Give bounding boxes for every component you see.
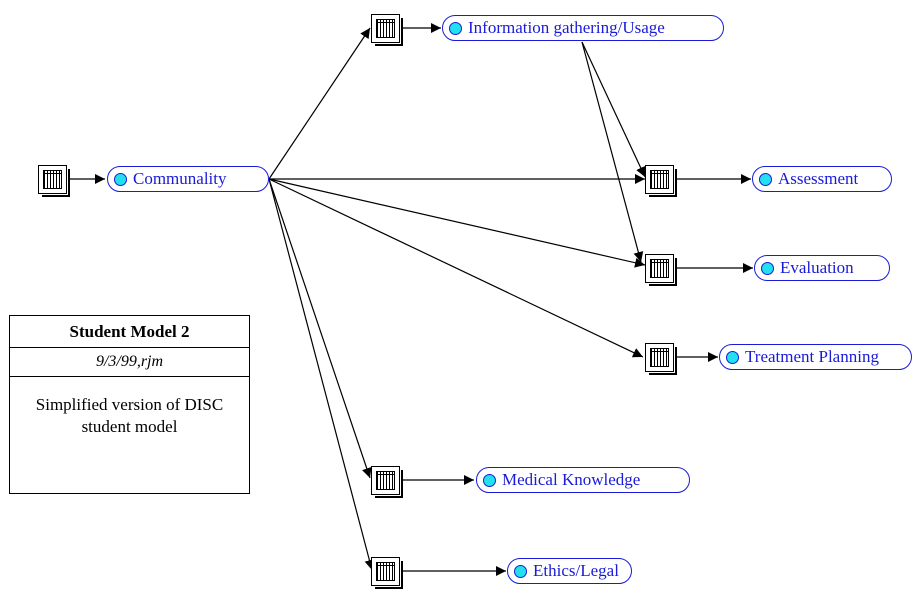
node-indicator-icon xyxy=(483,473,496,487)
edge-communality-treatment xyxy=(268,178,644,358)
node-assessment[interactable]: Assessment xyxy=(752,166,892,192)
edge-communality-info xyxy=(268,27,371,180)
node-indicator-icon xyxy=(726,350,739,364)
node-label: Communality xyxy=(133,169,227,188)
node-treatment-planning[interactable]: Treatment Planning xyxy=(719,344,912,370)
node-label: Assessment xyxy=(778,169,859,188)
node-label: Information gathering/Usage xyxy=(468,18,665,37)
node-indicator-icon xyxy=(449,21,462,35)
node-information-gathering[interactable]: Information gathering/Usage xyxy=(442,15,724,41)
gate-treatment-icon[interactable] xyxy=(645,343,677,375)
model-description: Simplified version of DISC student model xyxy=(35,395,224,436)
gate-medical-icon[interactable] xyxy=(371,466,403,498)
edge-communality-medical xyxy=(268,178,372,479)
edge-info-assessment xyxy=(581,41,646,178)
node-label: Evaluation xyxy=(780,258,854,277)
gate-info-icon[interactable] xyxy=(371,14,403,46)
node-medical-knowledge[interactable]: Medical Knowledge xyxy=(476,467,690,493)
node-label: Ethics/Legal xyxy=(533,561,619,580)
node-label: Treatment Planning xyxy=(745,347,879,366)
node-evaluation[interactable]: Evaluation xyxy=(754,255,890,281)
node-indicator-icon xyxy=(759,172,772,186)
node-label: Medical Knowledge xyxy=(502,470,641,489)
gate-assessment-icon[interactable] xyxy=(645,165,677,197)
edge-communality-ethics xyxy=(268,178,375,571)
model-info-box: Student Model 2 9/3/99,rjm Simplified ve… xyxy=(9,315,250,494)
edge-communality-evaluation xyxy=(268,178,646,268)
model-title: Student Model 2 xyxy=(10,316,249,348)
gate-evaluation-icon[interactable] xyxy=(645,254,677,286)
node-communality[interactable]: Communality xyxy=(107,166,269,192)
node-indicator-icon xyxy=(114,172,127,186)
node-indicator-icon xyxy=(514,564,527,578)
model-date: 9/3/99,rjm xyxy=(10,348,249,377)
gate-ethics-icon[interactable] xyxy=(371,557,403,589)
node-ethics-legal[interactable]: Ethics/Legal xyxy=(507,558,632,584)
gate-communality-icon[interactable] xyxy=(38,165,70,197)
node-indicator-icon xyxy=(761,261,774,275)
edge-info-evaluation xyxy=(581,41,644,263)
